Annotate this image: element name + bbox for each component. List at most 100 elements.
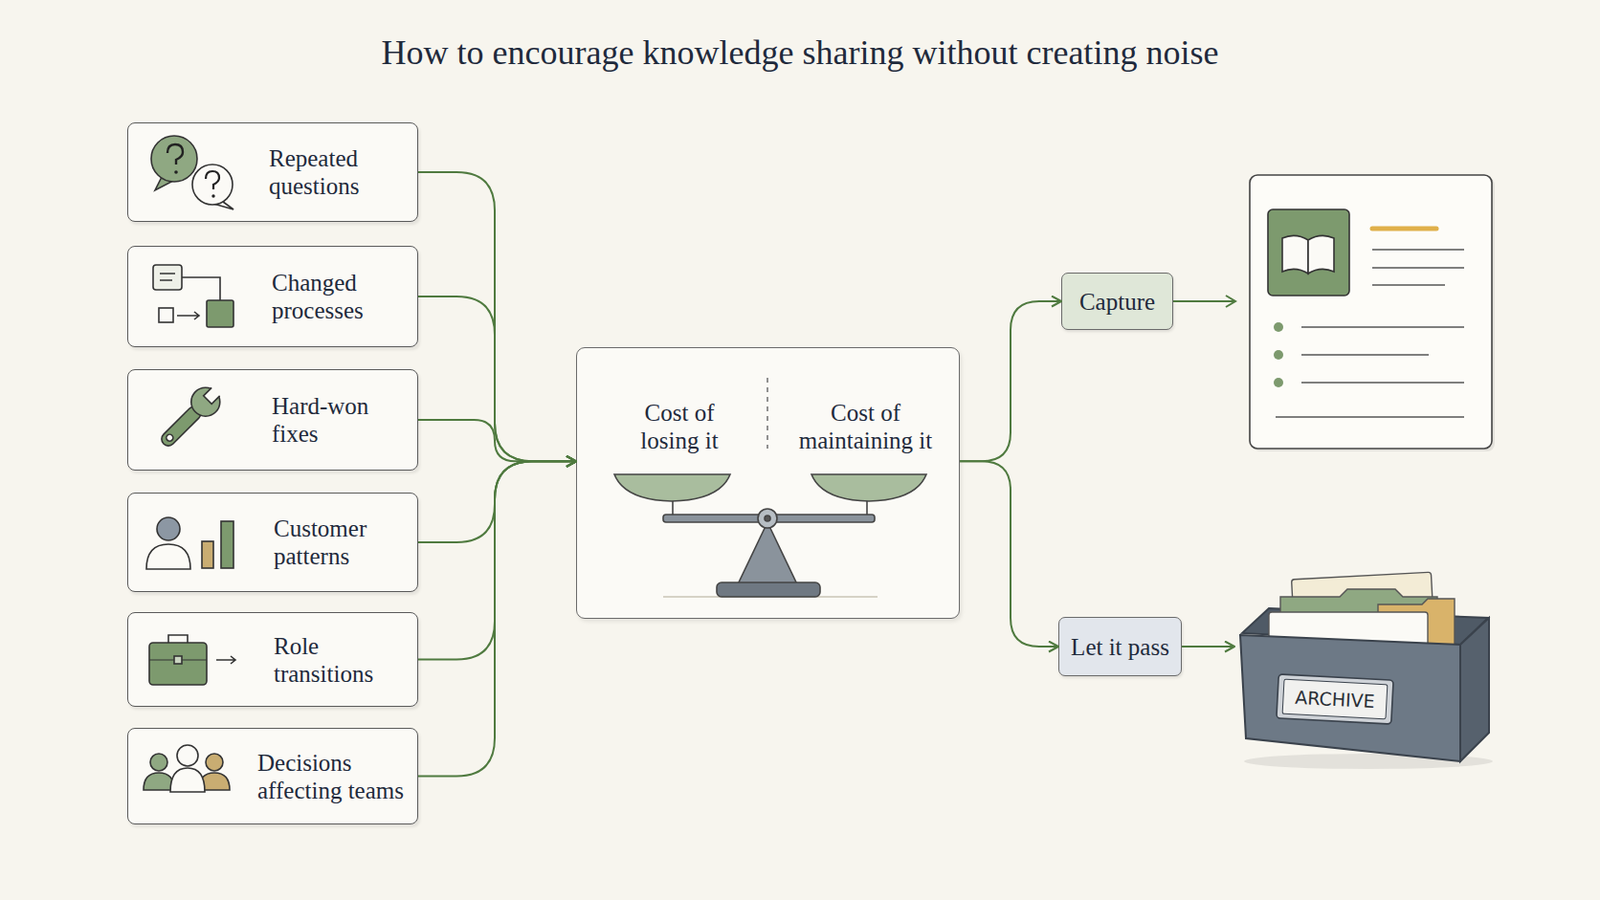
process-icon-part bbox=[206, 300, 234, 328]
questions-icon-part bbox=[167, 144, 183, 165]
customer-icon bbox=[146, 517, 234, 570]
node-text: Customer patterns bbox=[273, 514, 394, 571]
wrench-icon-part bbox=[158, 403, 204, 449]
balance-scale-part bbox=[737, 522, 798, 585]
archive-drawing bbox=[1234, 574, 1495, 766]
team-icon-part bbox=[150, 754, 168, 772]
flow-connector bbox=[959, 461, 1059, 647]
wrench-icon bbox=[153, 378, 228, 454]
questions-icon-part bbox=[155, 175, 174, 191]
customer-icon-part bbox=[146, 544, 191, 570]
customer-icon-part bbox=[221, 521, 234, 569]
briefcase-icon bbox=[149, 635, 236, 686]
balance-scale bbox=[614, 377, 927, 598]
questions-icon-part bbox=[151, 135, 198, 182]
knowledge-document-part bbox=[1308, 235, 1334, 274]
archive-drawing-part-part bbox=[1276, 674, 1394, 725]
node-text: Decisions affecting teams bbox=[257, 749, 416, 805]
wrench-icon-part bbox=[185, 381, 226, 423]
knowledge-document-part bbox=[1267, 209, 1350, 296]
node-text: Cost of maintaining it bbox=[781, 399, 950, 455]
questions-icon-part bbox=[205, 171, 220, 190]
capture-to-document-arrow-part bbox=[1173, 300, 1236, 303]
flow-connector bbox=[418, 172, 577, 462]
node-text: Repeated questions bbox=[268, 144, 389, 200]
flow-connector bbox=[418, 461, 577, 543]
source-box: Changed processes bbox=[127, 245, 419, 348]
capture-to-document-arrow-part bbox=[1225, 295, 1236, 308]
team-icon-part bbox=[205, 754, 223, 772]
questions-icon-part bbox=[174, 170, 178, 175]
capture-box: Capture bbox=[1061, 272, 1174, 331]
team-icon-part bbox=[199, 773, 230, 791]
questions-icon-part bbox=[192, 164, 233, 205]
balance-scale-part bbox=[672, 499, 867, 519]
process-icon-part bbox=[153, 265, 182, 290]
balance-scale-part bbox=[716, 582, 821, 598]
knowledge-document bbox=[1249, 175, 1495, 452]
wrench-icon-part bbox=[203, 387, 221, 404]
archive-box: ARCHIVE bbox=[1234, 574, 1495, 766]
team-icon-part bbox=[177, 745, 199, 767]
flow-connector bbox=[418, 296, 577, 462]
balance-box: Cost of losing it Cost of maintaining it bbox=[576, 347, 960, 620]
knowledge-document-part bbox=[1275, 249, 1465, 418]
archive-drawing-part bbox=[1460, 618, 1489, 762]
knowledge-document-part bbox=[1273, 377, 1284, 388]
let-pass-box: Let it pass bbox=[1058, 617, 1182, 677]
diagram-title: How to encourage knowledge sharing witho… bbox=[0, 32, 1600, 73]
node-text: Hard-won fixes bbox=[271, 392, 392, 448]
team-icon-part bbox=[143, 773, 175, 791]
briefcase-icon-part bbox=[149, 660, 207, 662]
process-icon-part bbox=[158, 308, 174, 323]
balance-scale-part bbox=[764, 515, 771, 522]
process-icon-part bbox=[159, 273, 176, 281]
source-box: Repeated questions bbox=[127, 122, 419, 223]
questions-icon-part bbox=[211, 194, 215, 198]
briefcase-icon-part bbox=[149, 643, 207, 686]
flow-connector bbox=[418, 461, 577, 777]
node-text: Capture bbox=[1079, 288, 1156, 316]
node-text: Role transitions bbox=[273, 632, 399, 689]
customer-icon-part bbox=[156, 517, 180, 541]
customer-icon-part bbox=[201, 541, 214, 569]
process-icon-part bbox=[181, 277, 221, 301]
flow-connector bbox=[418, 461, 577, 660]
team-icon bbox=[143, 745, 230, 793]
node-text: Let it pass bbox=[1070, 633, 1170, 662]
briefcase-icon-part bbox=[174, 656, 182, 665]
balance-scale-part bbox=[766, 377, 769, 449]
flow-connector bbox=[1181, 645, 1235, 648]
source-box: Hard-won fixes bbox=[127, 369, 419, 471]
knowledge-document-part bbox=[1372, 226, 1437, 232]
source-box: Role transitions bbox=[127, 612, 419, 708]
briefcase-icon-part bbox=[168, 635, 188, 644]
team-icon-part bbox=[170, 768, 205, 793]
balance-scale-part bbox=[614, 474, 731, 502]
knowledge-document-part bbox=[1249, 175, 1492, 449]
wrench-icon-part bbox=[164, 433, 175, 444]
briefcase-icon-part bbox=[216, 656, 236, 665]
balance-scale-part bbox=[811, 474, 927, 502]
source-box: Customer patterns bbox=[127, 492, 419, 593]
node-text: Changed processes bbox=[271, 268, 397, 325]
knowledge-document-part bbox=[1273, 322, 1284, 333]
knowledge-document-part bbox=[1273, 350, 1284, 360]
balance-scale-part bbox=[663, 514, 875, 523]
archive-drawing-part bbox=[1276, 674, 1394, 725]
flow-connector bbox=[418, 420, 577, 462]
process-icon-part bbox=[177, 311, 200, 320]
balance-scale-part bbox=[757, 509, 778, 529]
questions-icon-part bbox=[213, 199, 234, 210]
node-text: Cost of losing it bbox=[617, 399, 742, 455]
archive-drawing-part bbox=[1240, 635, 1461, 762]
knowledge-document-part bbox=[1282, 235, 1309, 274]
source-box: Decisions affecting teams bbox=[127, 728, 419, 825]
balance-scale-part bbox=[663, 596, 878, 599]
knowledge-document-part bbox=[1252, 177, 1495, 452]
process-icon bbox=[153, 265, 234, 328]
questions-icon bbox=[151, 135, 234, 210]
wrench-icon-part bbox=[203, 385, 223, 405]
capture-to-document-arrow bbox=[1173, 295, 1236, 308]
